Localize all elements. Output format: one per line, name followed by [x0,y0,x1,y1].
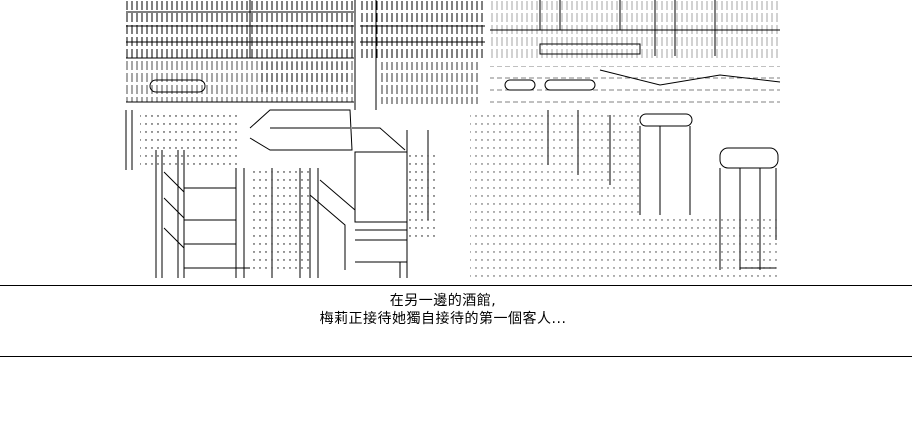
caption-top-rule [0,285,912,286]
caption-line-1: 在另一邊的酒館, [389,293,497,309]
ascii-art-illustration [125,0,781,280]
art-building-left [125,0,485,278]
caption-block: 在另一邊的酒館, 梅莉正接待她獨自接待的第一個客人... [0,292,886,328]
art-building-right [470,0,781,280]
caption-bottom-rule [0,356,912,357]
caption-line-2: 梅莉正接待她獨自接待的第一個客人... [319,311,567,327]
